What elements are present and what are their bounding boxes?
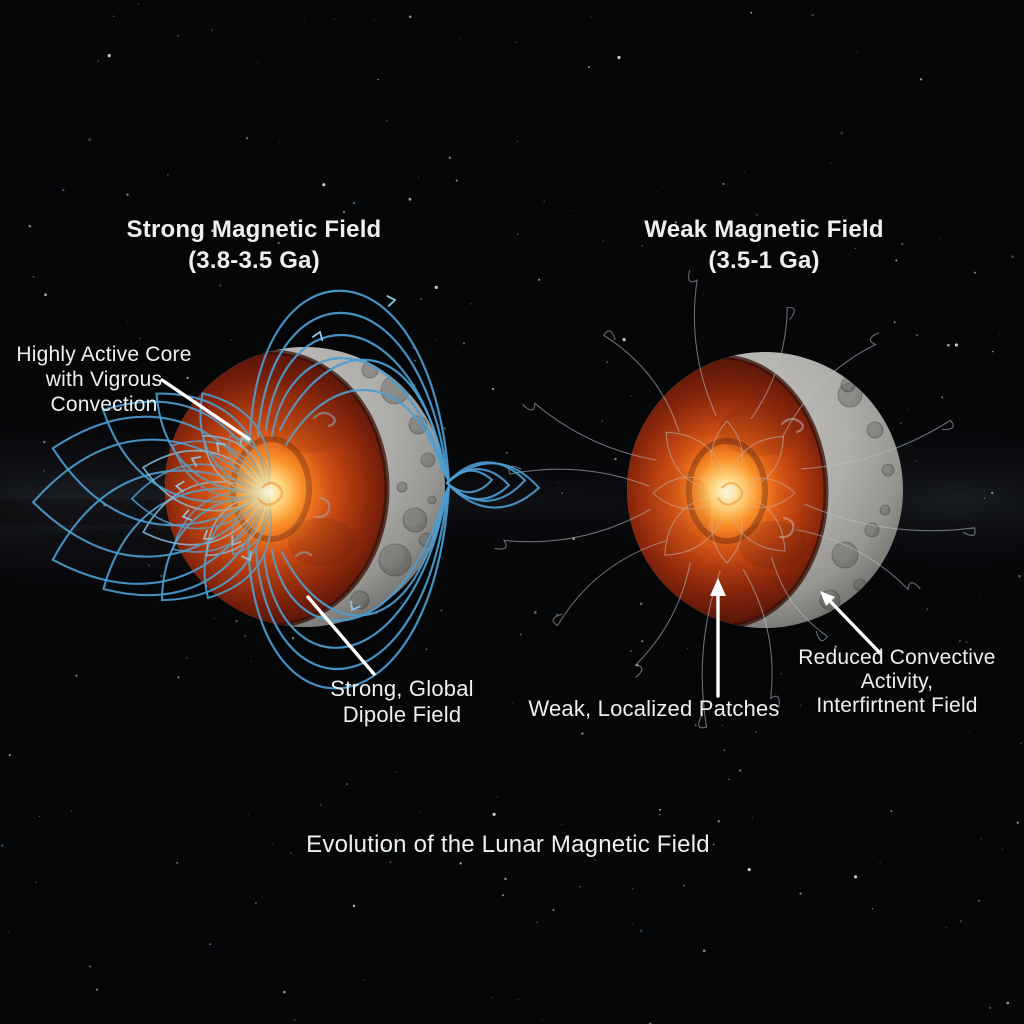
localized-patches-annotation: Weak, Localized Patches <box>528 696 780 721</box>
left-core-glow <box>153 377 383 607</box>
right-core-swirl <box>717 481 744 506</box>
reduced-activity-annotation: Reduced Convective Activity, Interfirtne… <box>798 646 996 717</box>
right-panel-era: (3.5-1 Ga) <box>708 247 820 274</box>
annotation-arrows <box>160 378 881 698</box>
core-label-pointer <box>160 378 251 441</box>
left-panel-era: (3.8-3.5 Ga) <box>188 247 320 274</box>
dipole-label-pointer <box>306 595 376 676</box>
left-panel-title-block: Strong Magnetic Field (3.8-3.5 Ga) <box>104 214 404 276</box>
right-panel-title: Weak Magnetic Field <box>644 216 884 243</box>
activity-label-pointer <box>826 597 881 654</box>
left-panel-title: Strong Magnetic Field <box>126 216 382 243</box>
dipole-field-annotation: Strong, Global Dipole Field <box>330 676 474 727</box>
right-panel-title-block: Weak Magnetic Field (3.5-1 Ga) <box>614 214 914 276</box>
active-core-annotation: Highly Active Core with Vigrous Convecti… <box>16 343 192 416</box>
left-core-swirl <box>256 481 284 506</box>
figure-caption: Evolution of the Lunar Magnetic Field <box>306 831 710 858</box>
right-core-glow <box>627 392 827 592</box>
